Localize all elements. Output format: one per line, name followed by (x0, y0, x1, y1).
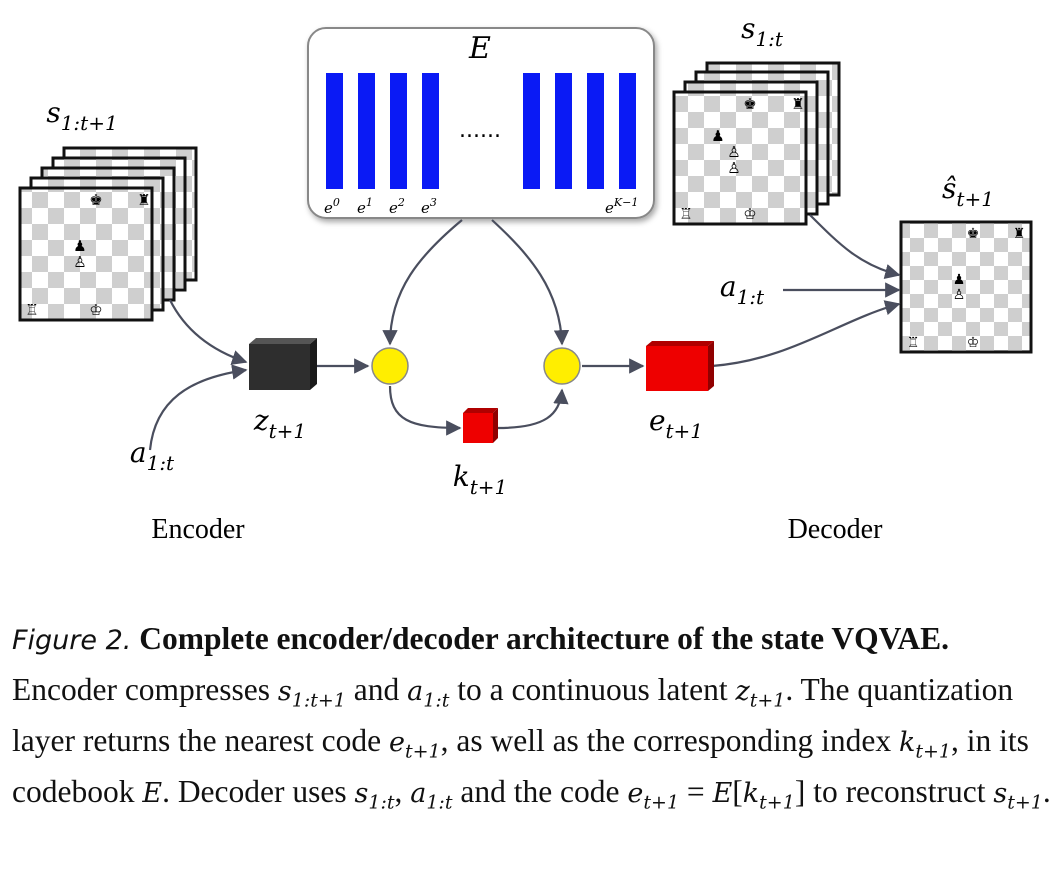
black-king-icon: ♚ (967, 226, 980, 242)
chess-board-icon (672, 90, 808, 226)
input-board-stack: ♚ ♜ ♟ ♙ ♖ ♔ s1:t+1 (18, 96, 198, 322)
black-rook-icon: ♜ (791, 95, 804, 113)
codebook-title: E (468, 31, 491, 66)
figure-caption: Figure 2. Complete encoder/decoder archi… (12, 621, 1051, 814)
arrow-e-to-output (711, 300, 901, 368)
arrow-k-to-quantizer (497, 388, 569, 430)
code-bar (358, 73, 375, 189)
latent-z-label: zt+1 (253, 404, 306, 443)
architecture-diagram: E ...... e0 e1 e2 e3 eK−1 ♚ ♜ ♟ (18, 12, 1033, 545)
quantizer-node-left (371, 347, 409, 385)
code-bar (619, 73, 636, 189)
index-k-label: kt+1 (453, 460, 508, 499)
white-king-icon: ♔ (967, 335, 980, 351)
action-decoder-label: a1:t (720, 270, 765, 309)
white-pawn-icon: ♙ (73, 253, 86, 271)
black-king-icon: ♚ (89, 191, 102, 209)
black-rook-icon: ♜ (137, 191, 150, 209)
white-pawn-icon: ♙ (727, 159, 740, 177)
code-label-e0: e0 (324, 196, 340, 217)
code-e-label: et+1 (649, 404, 703, 443)
code-label-e1: e1 (357, 196, 373, 217)
arrow-input-to-z (169, 299, 248, 365)
arrow-quantizer-to-k (388, 385, 462, 436)
black-pawn-icon: ♟ (73, 237, 86, 255)
white-king-icon: ♔ (89, 301, 102, 319)
black-pawn-icon: ♟ (953, 272, 966, 288)
index-k-block (463, 408, 498, 443)
codebook: E ...... e0 e1 e2 e3 eK−1 (307, 27, 655, 219)
arrow-codebook-to-quantizer-right (491, 219, 570, 346)
code-bar (555, 73, 572, 189)
black-king-icon: ♚ (743, 95, 756, 113)
white-rook-icon: ♖ (679, 205, 692, 223)
code-bar (422, 73, 439, 189)
action-encoder-label: a1:t (130, 436, 175, 475)
code-bar (523, 73, 540, 189)
codebook-bars (326, 73, 636, 189)
arrow-action-to-z (148, 364, 248, 451)
arrow-states-to-output (809, 214, 901, 280)
code-bar (326, 73, 343, 189)
white-pawn-icon: ♙ (953, 287, 966, 303)
chess-board-icon (18, 186, 154, 322)
black-pawn-icon: ♟ (711, 127, 724, 145)
state-input-label: s1:t+1 (46, 96, 117, 135)
arrow-codebook-to-quantizer-left (382, 219, 463, 346)
chess-board-icon (899, 220, 1033, 354)
codebook-ellipsis: ...... (459, 118, 501, 143)
decoder-label: Decoder (788, 514, 884, 545)
code-e-block (646, 341, 714, 391)
figure-number: Figure 2. (12, 625, 132, 656)
white-king-icon: ♔ (743, 205, 756, 223)
black-rook-icon: ♜ (1013, 226, 1026, 242)
output-board: ♚ ♜ ♟ ♙ ♖ ♔ ŝt+1 (899, 172, 1033, 354)
state-decoder-label: s1:t (741, 12, 784, 51)
white-pawn-icon: ♙ (727, 143, 740, 161)
white-rook-icon: ♖ (25, 301, 38, 319)
caption-title: Complete encoder/decoder architecture of… (139, 621, 950, 656)
connectors (148, 214, 901, 451)
code-bar (587, 73, 604, 189)
latent-z-block (249, 338, 317, 390)
quantizer-node-right (543, 347, 581, 385)
encoder-label: Encoder (151, 514, 245, 545)
code-label-eK: eK−1 (605, 196, 638, 217)
code-label-e3: e3 (421, 196, 437, 217)
state-output-label: ŝt+1 (942, 172, 994, 211)
code-label-e2: e2 (389, 196, 405, 217)
code-bar (390, 73, 407, 189)
decoder-board-stack: ♚ ♜ ♟ ♙ ♙ ♖ ♔ s1:t (672, 12, 841, 226)
white-rook-icon: ♖ (907, 335, 920, 351)
